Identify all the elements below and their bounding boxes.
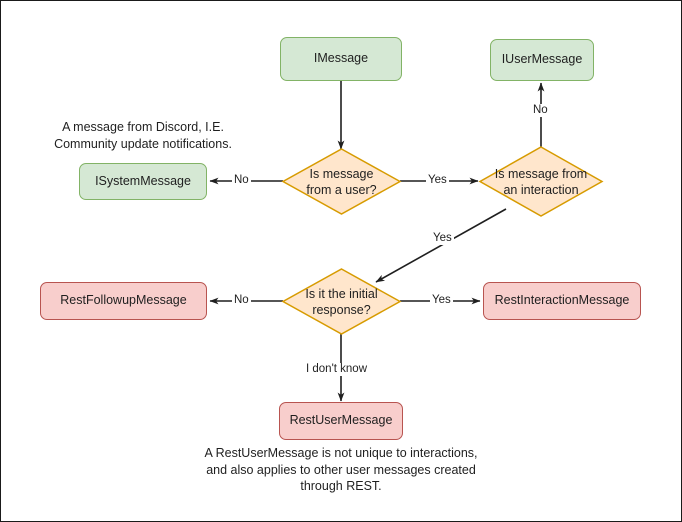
node-isystemmessage[interactable]: ISystemMessage xyxy=(79,163,207,200)
node-restfollowupmessage-label: RestFollowupMessage xyxy=(60,293,187,308)
decision-is-initial-response-label: Is it the initial response? xyxy=(305,286,378,317)
node-imessage[interactable]: IMessage xyxy=(280,37,402,81)
node-restusermessage[interactable]: RestUserMessage xyxy=(279,402,403,440)
diamond-shape xyxy=(281,148,402,215)
edge-label-initial-response-unknown: I don't know xyxy=(304,363,370,376)
decision-is-message-from-user[interactable]: Is message from a user? xyxy=(281,148,402,215)
note-isystemmessage: A message from Discord, I.E. Community u… xyxy=(54,120,232,151)
edge-label-initial-response-no: No xyxy=(232,294,251,307)
edge-label-from-interaction-yes: Yes xyxy=(431,232,454,245)
node-restfollowupmessage[interactable]: RestFollowupMessage xyxy=(40,282,207,320)
node-imessage-label: IMessage xyxy=(313,51,369,66)
decision-is-initial-response[interactable]: Is it the initial response? xyxy=(281,268,402,335)
node-iusermessage-label: IUserMessage xyxy=(501,52,583,67)
edge-label-initial-response-yes: Yes xyxy=(430,294,453,307)
edge-label-from-user-no: No xyxy=(232,174,251,187)
edge-label-from-user-yes: Yes xyxy=(426,174,449,187)
node-restusermessage-label: RestUserMessage xyxy=(289,413,393,428)
diamond-shape xyxy=(478,146,604,217)
node-restinteractionmessage[interactable]: RestInteractionMessage xyxy=(483,282,641,320)
decision-is-message-from-interaction[interactable]: Is message from an interaction xyxy=(478,146,604,217)
node-isystemmessage-label: ISystemMessage xyxy=(95,173,191,188)
edge-label-from-interaction-no: No xyxy=(531,104,550,117)
node-restinteractionmessage-label: RestInteractionMessage xyxy=(494,293,630,308)
note-restusermessage: A RestUserMessage is not unique to inter… xyxy=(204,446,478,494)
decision-is-message-from-interaction-label: Is message from an interaction xyxy=(494,166,588,197)
decision-is-message-from-user-label: Is message from a user? xyxy=(306,166,377,197)
node-iusermessage[interactable]: IUserMessage xyxy=(490,39,594,81)
